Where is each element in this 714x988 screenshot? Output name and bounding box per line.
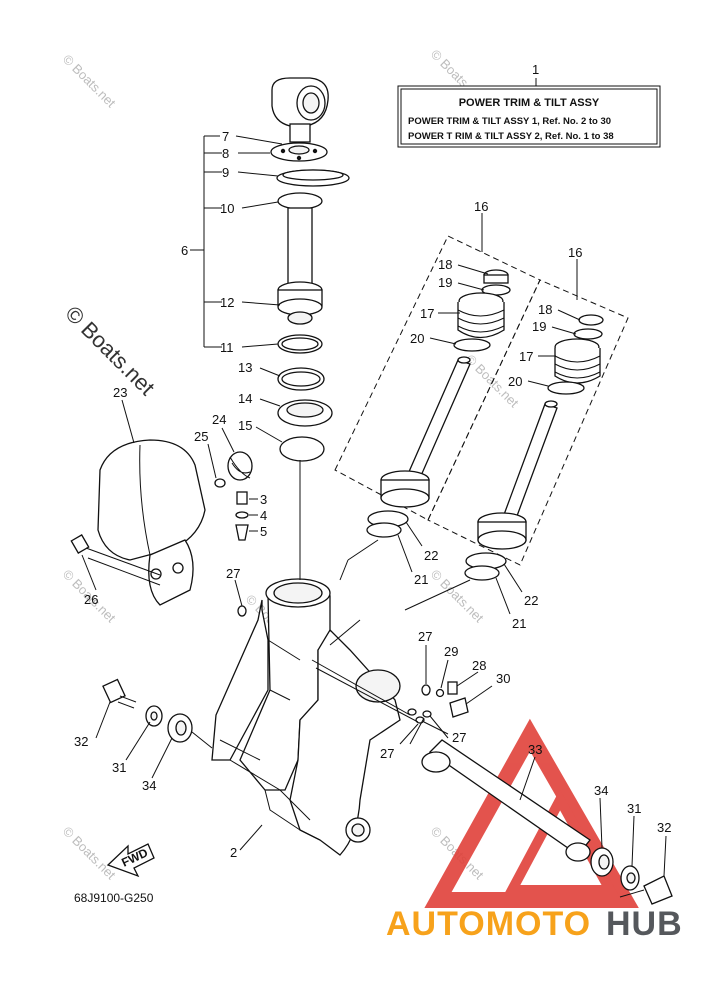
callout-32-left: 32 [74, 734, 88, 749]
assembly-bracket-6 [190, 135, 283, 443]
title-box: 1 POWER TRIM & TILT ASSY POWER TRIM & TI… [397, 62, 661, 148]
callout-8: 8 [222, 146, 229, 161]
title-box-line-2: POWER T RIM & TILT ASSY 2, Ref. No. 1 to… [408, 131, 614, 142]
callout-31-left: 31 [112, 760, 126, 775]
shaft-33 [421, 739, 591, 862]
callout-21-right: 21 [512, 616, 526, 631]
tilt-piston-left [380, 269, 511, 508]
assembly-axis-lines [299, 460, 471, 611]
callout-22-left: 22 [424, 548, 438, 563]
watermark: © Boats.net [60, 52, 119, 111]
callout-27-right: 27 [452, 730, 466, 745]
callout-16-left: 16 [474, 199, 488, 214]
callout-11: 11 [220, 340, 234, 355]
callout-13: 13 [238, 360, 252, 375]
callout-34-right: 34 [594, 783, 608, 798]
callout-33: 33 [528, 742, 542, 757]
callout-16-right: 16 [568, 245, 582, 260]
leader-lines-right [429, 264, 581, 387]
watermark: © Boats.net [60, 824, 119, 883]
callout-numbers: 7 8 9 10 6 12 11 13 14 15 23 24 25 3 4 5… [74, 129, 671, 860]
callout-21-left: 21 [414, 572, 428, 587]
callout-17-left: 17 [420, 306, 434, 321]
callout-5: 5 [260, 524, 267, 539]
callout-22-right: 22 [524, 593, 538, 608]
logo-text-automoto: AUTOMOTO [386, 905, 591, 943]
callout-20-left: 20 [410, 331, 424, 346]
bolt-26 [70, 534, 161, 591]
callout-28: 28 [472, 658, 486, 673]
title-box-heading: POWER TRIM & TILT ASSY [459, 97, 600, 109]
callout-6: 6 [181, 243, 188, 258]
bush-24-25 [207, 427, 253, 488]
callout-30: 30 [496, 671, 510, 686]
callout-27-left: 27 [226, 566, 240, 581]
callout-27-low: 27 [380, 746, 394, 761]
logo-text-hub: HUB [606, 905, 683, 943]
callout-24: 24 [212, 412, 226, 427]
callout-17-right: 17 [519, 349, 533, 364]
callout-26: 26 [84, 592, 98, 607]
callout-19-left: 19 [438, 275, 452, 290]
callout-29: 29 [444, 644, 458, 659]
valve-parts-3-5 [235, 491, 258, 541]
automotohub-logo: AUTOMOTO HUB [386, 905, 683, 943]
title-box-line-1: POWER TRIM & TILT ASSY 1, Ref. No. 2 to … [408, 116, 611, 127]
watermark-large: © Boats.net [60, 301, 159, 400]
washers-21-22 [366, 510, 523, 615]
callout-18-left: 18 [438, 257, 452, 272]
callout-32-right: 32 [657, 820, 671, 835]
callout-18-right: 18 [538, 302, 552, 317]
callout-7: 7 [222, 129, 229, 144]
callout-20-right: 20 [508, 374, 522, 389]
callout-25: 25 [194, 429, 208, 444]
callout-9: 9 [222, 165, 229, 180]
housing-2 [211, 578, 401, 856]
callout-1: 1 [532, 62, 539, 77]
callout-12: 12 [220, 295, 234, 310]
trim-cylinder-rod [270, 77, 350, 462]
callout-4: 4 [260, 508, 267, 523]
callout-27-mid: 27 [418, 629, 432, 644]
callout-19-right: 19 [532, 319, 546, 334]
diagram-code: 68J9100-G250 [74, 891, 154, 905]
bush-washer-bolt-left [95, 678, 213, 779]
callout-2: 2 [230, 845, 237, 860]
bush-washer-bolt-right [590, 797, 673, 905]
callout-15: 15 [238, 418, 252, 433]
cover-23 [97, 399, 206, 606]
tilt-piston-right [477, 314, 604, 550]
small-parts-27-30 [234, 579, 493, 745]
callout-31-right: 31 [627, 801, 641, 816]
callout-14: 14 [238, 391, 252, 406]
callout-34-left: 34 [142, 778, 156, 793]
callout-10: 10 [220, 201, 234, 216]
callout-23: 23 [113, 385, 127, 400]
callout-3: 3 [260, 492, 267, 507]
